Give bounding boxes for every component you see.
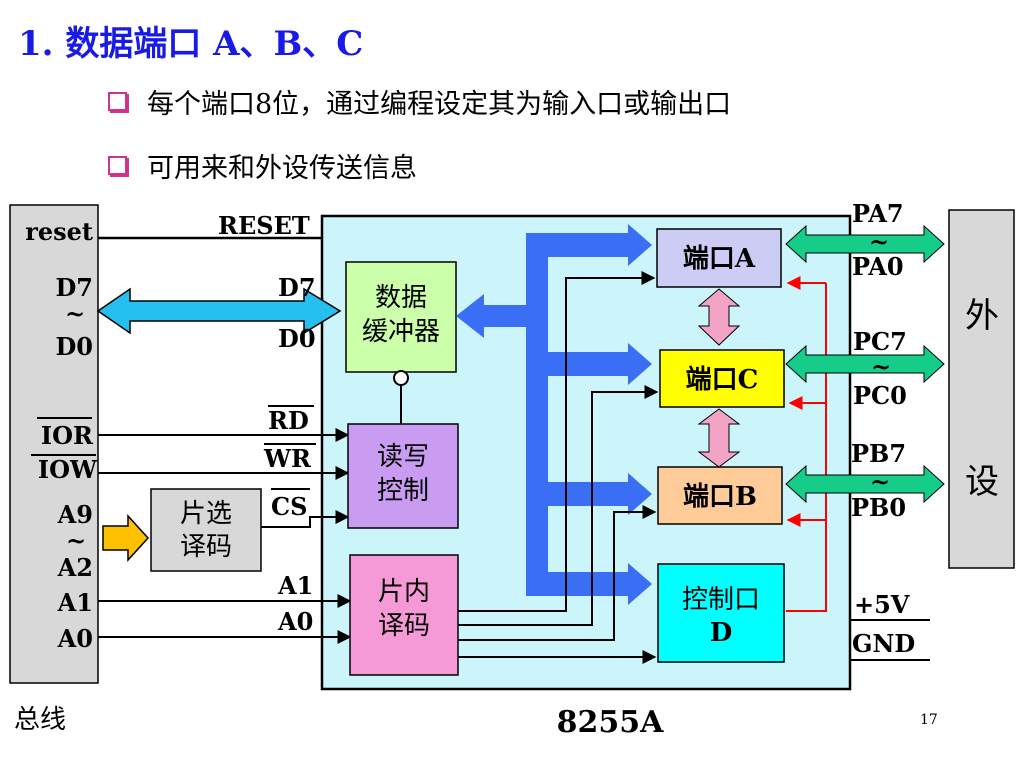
port-b-block <box>657 466 783 525</box>
bus-d0-label: D0 <box>55 332 93 361</box>
decoder-to-port-c-line <box>458 385 659 626</box>
data-bus-double-arrow <box>96 287 342 335</box>
port-c-io-arrow <box>785 344 945 384</box>
decoder-to-port-b-line <box>458 505 657 641</box>
port-b-io-arrow <box>785 464 945 504</box>
pa0-label: PA0 <box>852 252 904 281</box>
chip-select-decoder-label-1: 片选 <box>180 499 232 529</box>
internal-decoder-block <box>349 554 459 676</box>
internal-decoder-label-2: 译码 <box>378 611 430 641</box>
pb-tilde: ~ <box>870 467 890 496</box>
page-number: 17 <box>920 712 938 728</box>
slide-title: 1. 数据端口 A、B、C <box>18 24 364 64</box>
port-a-io-arrow <box>785 224 945 264</box>
chip-d0-label: D0 <box>278 324 316 353</box>
pc0-label: PC0 <box>853 381 907 410</box>
bus-d7-label: D7 <box>55 273 93 302</box>
chip-rd-label: RD <box>268 406 309 435</box>
bus-a9-label: A9 <box>57 500 93 529</box>
chip-a1-label: A1 <box>277 571 313 600</box>
pc-tilde: ~ <box>871 352 891 381</box>
chip-a0-label: A0 <box>277 607 313 636</box>
address-input-arrow <box>102 514 150 562</box>
chip-select-decoder-label-2: 译码 <box>180 532 232 562</box>
bus-a0-label: A0 <box>57 624 93 653</box>
data-buffer-label-2: 缓冲器 <box>362 317 440 347</box>
control-port-label-2: D <box>710 618 733 648</box>
internal-decoder-label-1: 片内 <box>378 577 430 607</box>
bus-caption: 总线 <box>14 705 66 735</box>
cs-signal-line <box>260 510 350 528</box>
bullet-text: 每个端口8位，通过编程设定其为输入口或输出口 <box>147 89 732 120</box>
control-port-block <box>657 563 785 663</box>
control-port-label-1: 控制口 <box>682 585 760 615</box>
port-a-label: 端口A <box>683 244 756 274</box>
vcc-label: +5V <box>854 590 910 619</box>
rw-control-block <box>347 423 459 529</box>
chip-cs-label: CS <box>271 492 307 521</box>
chip-select-decoder <box>150 488 262 572</box>
control-feedback-line <box>786 283 827 612</box>
rw-control-label-2: 控制 <box>377 476 429 506</box>
rw-control-label-1: 读写 <box>377 442 429 472</box>
bus-tilde: ~ <box>66 526 86 555</box>
chip-name: 8255A <box>557 705 664 740</box>
chip-wr-label: WR <box>263 444 312 473</box>
bus-ior-label: IOR <box>41 421 94 450</box>
bus-iow-label: IOW <box>38 455 98 484</box>
peripheral-label-2: 设 <box>965 462 999 502</box>
internal-data-bus <box>456 224 652 605</box>
port-a-block <box>656 228 782 288</box>
gnd-label: GND <box>852 629 915 658</box>
bullet-item: 每个端口8位，通过编程设定其为输入口或输出口 <box>108 82 731 121</box>
peripheral-label-1: 外 <box>965 296 999 336</box>
bus-a1-label: A1 <box>57 588 93 617</box>
decoder-to-port-a-line <box>458 271 656 612</box>
bullet-box-icon <box>108 156 127 175</box>
port-a-c-link-arrow <box>697 288 741 346</box>
bullet-item: 可用来和外设传送信息 <box>108 146 417 185</box>
bus-a2-label: A2 <box>57 553 93 582</box>
enable-bubble <box>393 370 409 386</box>
port-b-label: 端口B <box>683 482 757 512</box>
pc7-label: PC7 <box>853 327 907 356</box>
bullet-text: 可用来和外设传送信息 <box>147 153 417 184</box>
pa-tilde: ~ <box>869 227 889 256</box>
bus-reset-label: reset <box>25 217 93 246</box>
pb0-label: PB0 <box>851 493 906 522</box>
bullet-box-icon <box>108 92 127 111</box>
chip-reset-label: RESET <box>218 211 310 240</box>
pb7-label: PB7 <box>851 439 906 468</box>
port-c-block <box>659 349 785 408</box>
bus-tilde: ~ <box>65 299 85 328</box>
port-c-label: 端口C <box>686 365 759 395</box>
data-buffer-block <box>345 261 457 373</box>
system-bus-panel <box>9 204 99 684</box>
port-c-b-link-arrow <box>697 408 741 468</box>
data-buffer-label-1: 数据 <box>375 283 427 313</box>
peripheral-panel <box>948 209 1015 569</box>
pa7-label: PA7 <box>852 199 904 228</box>
chip-d7-label: D7 <box>278 273 316 302</box>
